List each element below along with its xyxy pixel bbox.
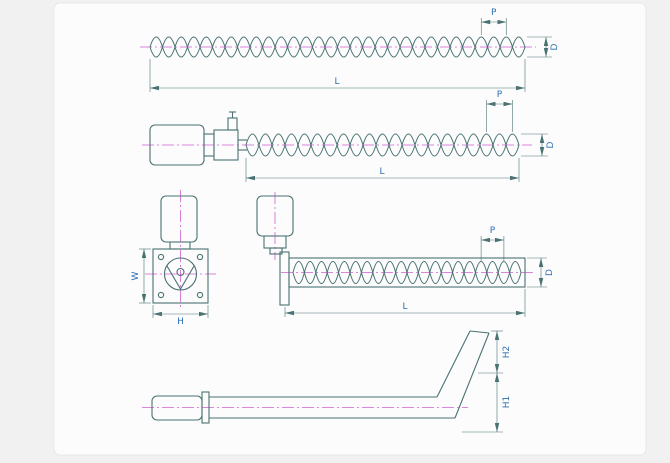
- chute-lower-edge: [454, 332, 490, 419]
- view-front: W H: [131, 190, 216, 327]
- chute-upper-edge: [436, 330, 471, 398]
- height-label: H: [177, 317, 184, 327]
- dim-width: W: [131, 248, 151, 304]
- width-label: W: [131, 271, 141, 280]
- end-flange: [201, 391, 210, 424]
- dim-length: L: [284, 289, 526, 317]
- dim-diameter: D: [527, 36, 560, 58]
- bolt-hole: [157, 253, 165, 261]
- dim-diameter: D: [521, 133, 556, 157]
- mounting-plate: [152, 248, 209, 304]
- dim-length: L: [149, 59, 526, 92]
- dim-height: H: [152, 305, 209, 327]
- length-label: L: [402, 302, 407, 312]
- length-label: L: [334, 77, 339, 87]
- h2-label: H2: [502, 346, 512, 359]
- bolt-hole: [157, 291, 165, 299]
- view-motor-screw: P D L: [142, 90, 556, 182]
- diameter-label: D: [545, 269, 555, 276]
- screw-helix-back: [149, 36, 526, 58]
- chute-opening: [469, 330, 490, 334]
- view-screw: P D L: [140, 8, 560, 92]
- pitch-label: P: [491, 8, 497, 18]
- diameter-label: D: [546, 141, 556, 148]
- bolt-hole: [196, 253, 204, 261]
- view-side: P D L: [256, 192, 555, 317]
- gearbox: [213, 129, 239, 161]
- pitch-label: P: [490, 226, 496, 236]
- view-inclined: H2 H1: [142, 330, 512, 433]
- shaft-center: [176, 267, 185, 277]
- dim-length: L: [245, 158, 520, 182]
- length-label: L: [379, 167, 384, 177]
- screw-helix-back: [245, 133, 520, 157]
- coupling: [269, 247, 283, 255]
- dim-pitch: P: [480, 8, 507, 35]
- dim-diameter: D: [527, 257, 555, 288]
- diameter-label: D: [550, 43, 560, 50]
- h1-label: H1: [502, 396, 512, 409]
- dim-h1: H1: [462, 373, 512, 433]
- bolt-hole: [196, 291, 204, 299]
- screw-helix-back: [292, 261, 522, 284]
- trough-tube: [288, 257, 526, 288]
- drawing-sheet: [53, 2, 647, 456]
- pitch-label: P: [497, 90, 503, 100]
- dim-pitch: P: [480, 226, 505, 261]
- keyway-vee: [166, 265, 195, 291]
- dim-pitch: P: [486, 90, 513, 132]
- screw-helix-front: [245, 133, 520, 157]
